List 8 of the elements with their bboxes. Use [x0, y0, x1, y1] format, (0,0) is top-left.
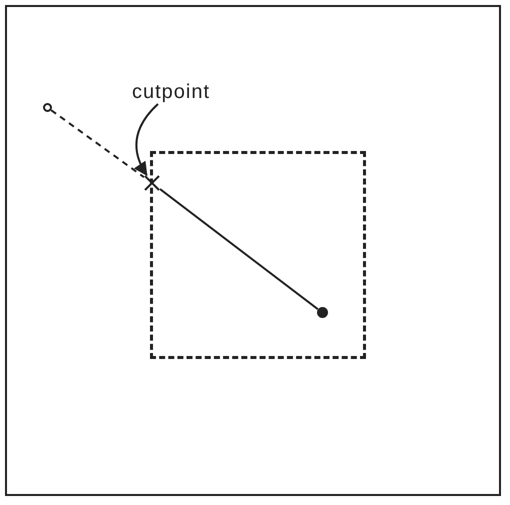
dashed-line-segment	[50, 109, 145, 178]
endpoint-circle	[43, 103, 52, 112]
cross-mark	[144, 175, 160, 191]
point-label: cutpoint	[132, 80, 210, 104]
leader-arrow	[134, 103, 159, 176]
line-segment	[159, 188, 318, 310]
endpoint-dot	[316, 307, 328, 318]
clipping-window	[150, 151, 366, 359]
